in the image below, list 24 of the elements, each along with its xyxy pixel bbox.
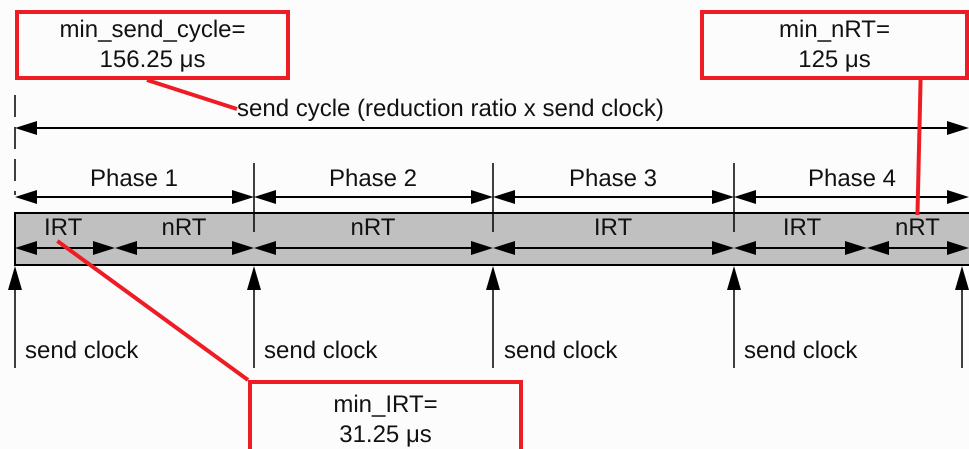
- phase-label: Phase 4: [808, 166, 896, 192]
- dimension-label: send cycle (reduction ratio x send clock): [237, 96, 664, 122]
- phase-label: Phase 2: [328, 166, 418, 192]
- leader-line: [56, 239, 250, 382]
- clock-label: send clock: [504, 338, 618, 364]
- callout-box: [248, 380, 523, 449]
- phase-label: Phase 1: [90, 166, 178, 192]
- clock-label: send clock: [744, 338, 858, 364]
- leader-line: [146, 78, 238, 111]
- leader-line: [915, 80, 923, 216]
- segment-label: IRT: [782, 215, 822, 241]
- segment-label: nRT: [895, 215, 940, 241]
- callout-text: min_IRT= 31.25 μs: [332, 390, 439, 449]
- segment-label: IRT: [44, 215, 82, 241]
- segment-label: nRT: [162, 215, 206, 241]
- callout-text: min_nRT= 125 μs: [778, 15, 891, 75]
- phase-label: Phase 3: [568, 166, 658, 192]
- clock-label: send clock: [25, 338, 138, 364]
- clock-label: send clock: [264, 338, 378, 364]
- callout-box: [700, 10, 969, 80]
- segment-label: IRT: [594, 215, 632, 241]
- callout-box: [15, 10, 290, 80]
- segment-label: nRT: [350, 215, 396, 241]
- callout-text: min_send_cycle= 156.25 μs: [58, 15, 247, 75]
